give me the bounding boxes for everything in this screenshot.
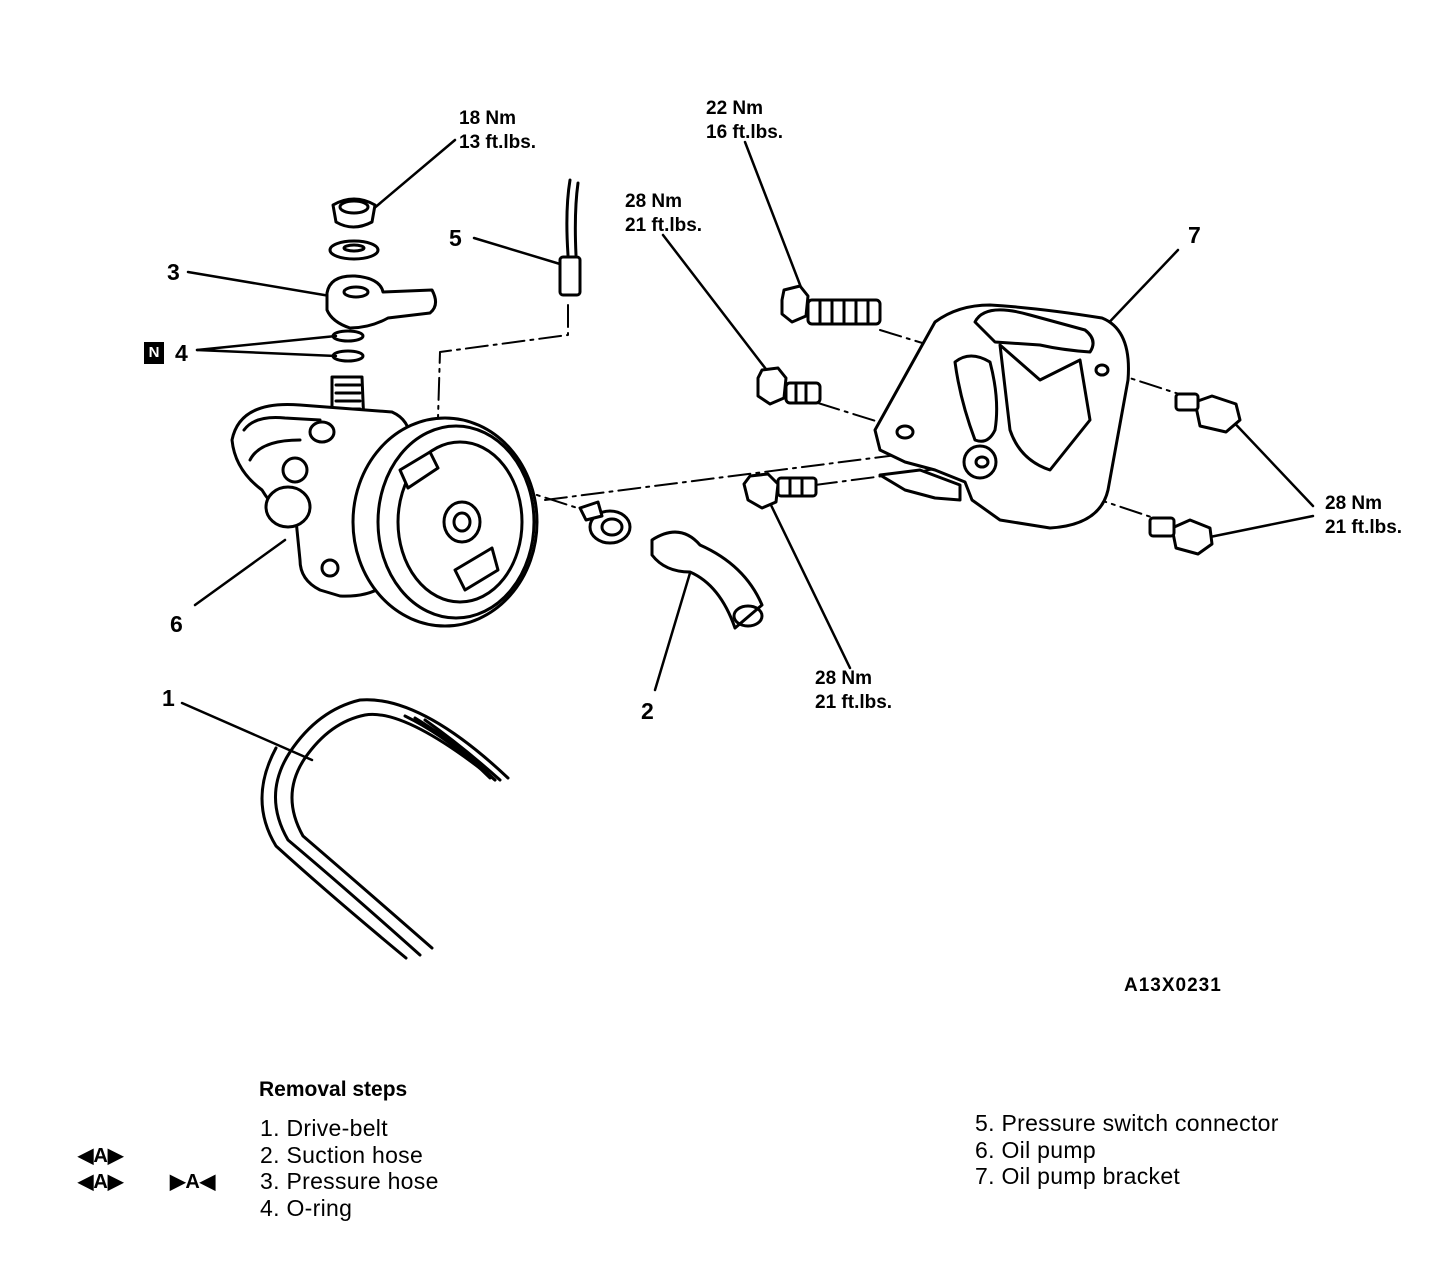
bolt-right-upper: [1174, 392, 1242, 434]
drive-belt: [260, 698, 510, 960]
torque-label-nut: 18 Nm 13 ft.lbs.: [459, 107, 536, 155]
torque-ftlbs: 21 ft.lbs.: [815, 692, 893, 713]
bolts: [742, 284, 1242, 556]
figure-code: A13X0231: [1124, 975, 1222, 996]
torque-nm: 22 Nm: [706, 98, 764, 119]
step-item: 2. Suction hose: [260, 1142, 424, 1168]
bolt-right-lower: [1148, 516, 1214, 556]
torque-label-right-bolts: 28 Nm 21 ft.lbs.: [1325, 492, 1402, 540]
step-item: 6. Oil pump: [975, 1137, 1096, 1163]
step-item: 4. O-ring: [260, 1195, 353, 1221]
part-number-4: 4: [175, 340, 188, 366]
part-number-2: 2: [641, 698, 654, 724]
torque-label-upper-bolt: 22 Nm 16 ft.lbs.: [706, 97, 783, 145]
flare-nut: [328, 197, 380, 261]
part-number-6: 6: [170, 611, 183, 637]
bolt-lower: [742, 472, 818, 510]
removal-service-point-icon: ◀A▶: [78, 1145, 124, 1167]
step-item: 3. Pressure hose: [260, 1168, 439, 1194]
step-item: 1. Drive-belt: [260, 1115, 388, 1141]
oil-pump: [230, 375, 539, 628]
part-number-7: 7: [1188, 222, 1201, 248]
bolt-middle: [756, 366, 822, 406]
removal-steps-title: Removal steps: [259, 1078, 408, 1101]
torque-nm: 28 Nm: [1325, 493, 1383, 514]
suction-hose: [650, 530, 764, 630]
pressure-switch-connector: [558, 178, 582, 297]
installation-service-point-icon: ▶A◀: [170, 1171, 216, 1193]
o-rings: [331, 329, 365, 363]
part-number-3: 3: [167, 259, 180, 285]
removal-service-point-icon: ◀A▶: [78, 1171, 124, 1193]
step-item: 5. Pressure switch connector: [975, 1110, 1279, 1136]
oil-pump-bracket: [873, 303, 1130, 530]
part-number-5: 5: [449, 225, 462, 251]
torque-label-mid-bolt: 28 Nm 21 ft.lbs.: [625, 190, 702, 238]
n-badge-icon: N: [144, 342, 164, 364]
torque-ftlbs: 21 ft.lbs.: [625, 215, 703, 236]
torque-ftlbs: 16 ft.lbs.: [706, 122, 784, 143]
bolt-upper: [780, 284, 882, 326]
torque-nm: 28 Nm: [815, 668, 873, 689]
hose-clamp: [578, 500, 632, 545]
torque-ftlbs: 13 ft.lbs.: [459, 132, 537, 153]
part-number-1: 1: [162, 685, 175, 711]
torque-label-lower-bolt: 28 Nm 21 ft.lbs.: [815, 667, 892, 715]
pressure-hose: [325, 274, 437, 330]
torque-ftlbs: 21 ft.lbs.: [1325, 517, 1403, 538]
torque-nm: 28 Nm: [625, 191, 683, 212]
step-item: 7. Oil pump bracket: [975, 1163, 1181, 1189]
torque-nm: 18 Nm: [459, 108, 517, 129]
